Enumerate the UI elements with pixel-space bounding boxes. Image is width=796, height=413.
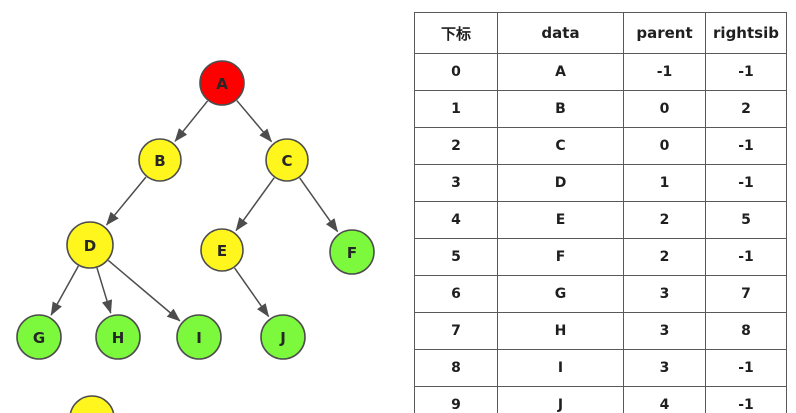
tree-node-h[interactable]: H — [95, 314, 141, 360]
cell-index: 3 — [414, 164, 498, 202]
node-circle — [66, 221, 114, 269]
tree-node-a[interactable]: A — [199, 60, 245, 106]
cell-index: 5 — [414, 238, 498, 276]
cell-parent: 0 — [623, 90, 706, 128]
cell-parent: -1 — [623, 53, 706, 91]
cell-index: 6 — [414, 275, 498, 313]
cell-data: H — [497, 312, 624, 350]
cell-data: A — [497, 53, 624, 91]
node-circle — [199, 60, 245, 106]
cell-index: 1 — [414, 90, 498, 128]
node-circle — [95, 314, 141, 360]
cell-parent: 1 — [623, 164, 706, 202]
cell-data: E — [497, 201, 624, 239]
node-circle — [176, 314, 222, 360]
column-header-data: data — [497, 12, 624, 54]
tree-edge-c-e — [235, 177, 275, 232]
cell-rightsib: 2 — [705, 90, 787, 128]
node-circle — [329, 229, 375, 275]
cell-data: J — [497, 386, 624, 413]
cell-data: F — [497, 238, 624, 276]
tree-edges — [50, 100, 339, 322]
cell-rightsib: -1 — [705, 349, 787, 387]
tree-edge-e-j — [234, 267, 270, 318]
table-header-row: 下标 data parent rightsib — [414, 12, 787, 54]
cell-rightsib: -1 — [705, 127, 787, 165]
cell-index: 0 — [414, 53, 498, 91]
tree-edge-c-f — [299, 177, 339, 233]
cell-parent: 3 — [623, 275, 706, 313]
cell-parent: 3 — [623, 312, 706, 350]
node-circle — [265, 138, 309, 182]
node-circle — [69, 395, 115, 413]
cell-parent: 3 — [623, 349, 706, 387]
tree-node-d[interactable]: D — [66, 221, 114, 269]
cell-data: G — [497, 275, 624, 313]
tree-node-k[interactable] — [69, 395, 115, 413]
column-header-index: 下标 — [414, 12, 498, 54]
cell-rightsib: 5 — [705, 201, 787, 239]
cell-index: 9 — [414, 386, 498, 413]
tree-edge-b-d — [105, 176, 147, 226]
cell-parent: 0 — [623, 127, 706, 165]
tree-edge-a-c — [236, 100, 273, 143]
tree-edge-d-i — [107, 259, 181, 322]
column-header-rightsib: rightsib — [705, 12, 787, 54]
cell-parent: 2 — [623, 201, 706, 239]
cell-rightsib: -1 — [705, 386, 787, 413]
cell-index: 7 — [414, 312, 498, 350]
tree-node-f[interactable]: F — [329, 229, 375, 275]
tree-node-g[interactable]: G — [16, 314, 62, 360]
node-circle — [138, 138, 182, 182]
tree-node-j[interactable]: J — [260, 314, 306, 360]
cell-index: 8 — [414, 349, 498, 387]
cell-parent: 4 — [623, 386, 706, 413]
tree-edge-d-h — [96, 267, 113, 314]
tree-node-b[interactable]: B — [138, 138, 182, 182]
cell-rightsib: 8 — [705, 312, 787, 350]
node-circle — [260, 314, 306, 360]
cell-data: C — [497, 127, 624, 165]
tree-edge-d-g — [50, 265, 80, 316]
node-circle — [200, 228, 244, 272]
cell-index: 4 — [414, 201, 498, 239]
cell-parent: 2 — [623, 238, 706, 276]
cell-rightsib: -1 — [705, 238, 787, 276]
cell-index: 2 — [414, 127, 498, 165]
tree-node-c[interactable]: C — [265, 138, 309, 182]
cell-data: I — [497, 349, 624, 387]
cell-data: D — [497, 164, 624, 202]
tree-node-e[interactable]: E — [200, 228, 244, 272]
cell-rightsib: 7 — [705, 275, 787, 313]
cell-rightsib: -1 — [705, 53, 787, 91]
tree-edge-a-b — [174, 100, 209, 142]
cell-rightsib: -1 — [705, 164, 787, 202]
cell-data: B — [497, 90, 624, 128]
tree-node-i[interactable]: I — [176, 314, 222, 360]
node-circle — [16, 314, 62, 360]
column-header-parent: parent — [623, 12, 706, 54]
